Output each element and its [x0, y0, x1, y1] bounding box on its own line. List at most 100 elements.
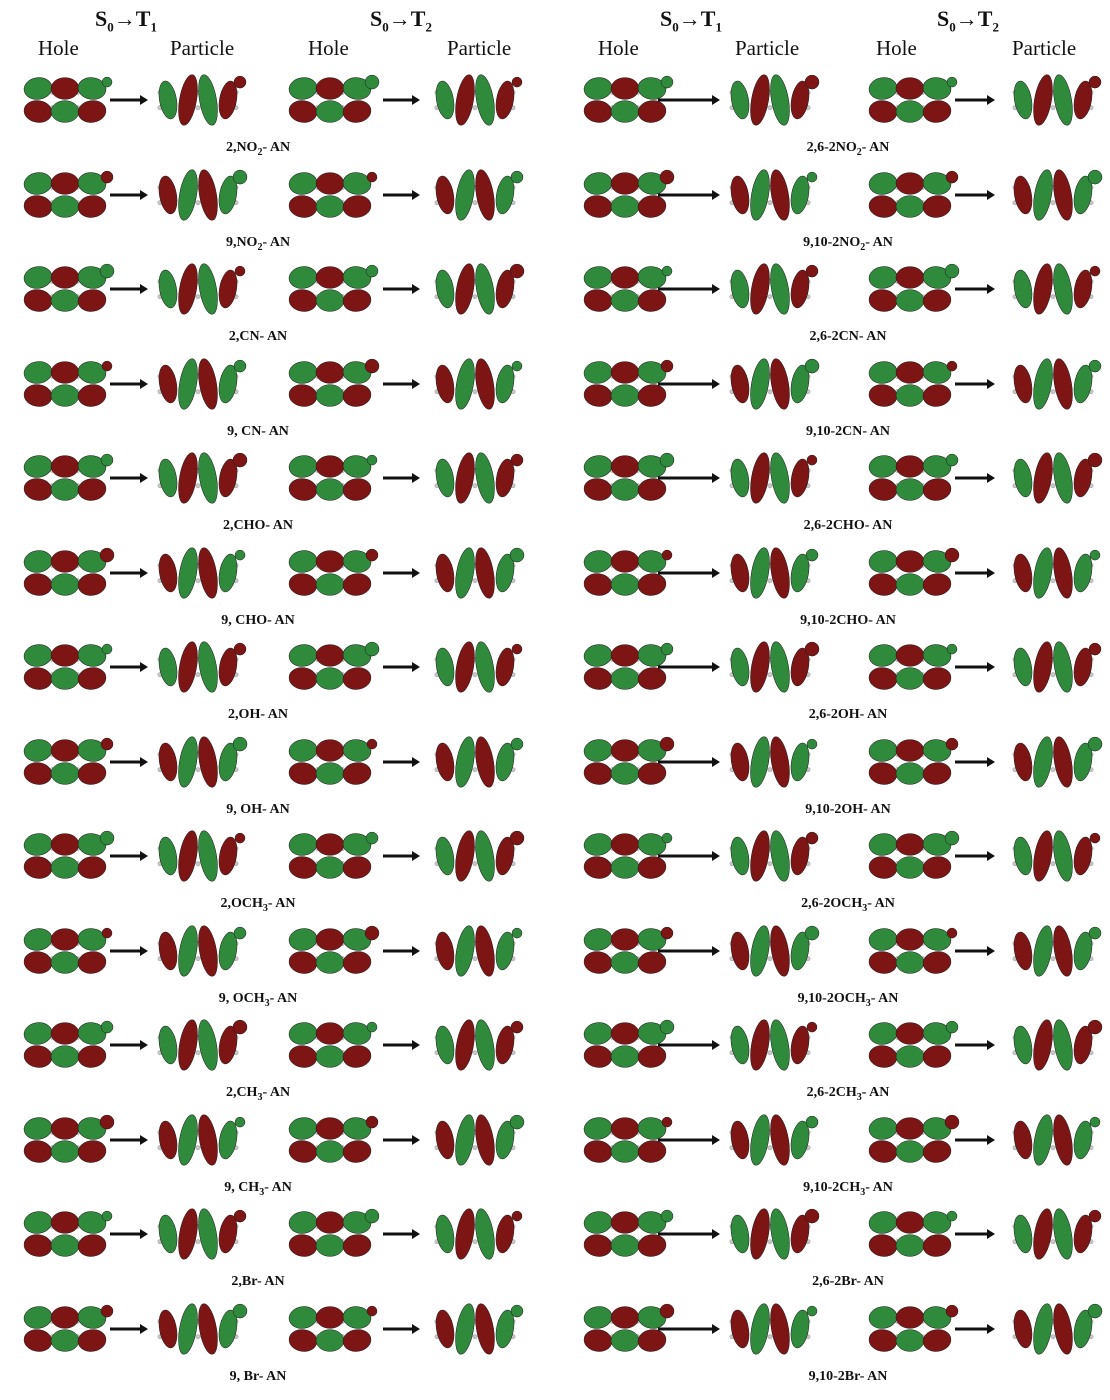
orbital-isosurface: [148, 1013, 248, 1077]
orbital-isosurface: [860, 824, 960, 888]
orbital-isosurface: [1003, 1108, 1103, 1172]
excitation-arrow: [658, 946, 720, 956]
molecule-label: 2,6-2OCH3- AN: [801, 896, 895, 914]
orbital-isosurface: [425, 1297, 525, 1361]
particle-column-label: Particle: [170, 36, 234, 61]
orbital-isosurface: [720, 635, 820, 699]
excitation-arrow: [658, 1324, 720, 1334]
transition-header: S0→T2: [370, 6, 432, 35]
label-main: 2,6-2NO: [807, 140, 857, 155]
excitation-arrow: [383, 284, 420, 294]
orbital-isosurface: [720, 919, 820, 983]
state-index: 1: [715, 19, 722, 34]
orbital-isosurface: [148, 824, 248, 888]
orbital-isosurface: [720, 730, 820, 794]
molecule-label: 9,10-2CH3- AN: [803, 1180, 893, 1198]
state-symbol: T: [978, 6, 993, 31]
label-suffix: - AN: [270, 991, 298, 1006]
orbital-isosurface: [1003, 1013, 1103, 1077]
orbital-isosurface: [860, 1202, 960, 1266]
orbital-isosurface: [280, 446, 380, 510]
orbital-isosurface: [15, 730, 115, 794]
molecule-label: 9,NO2- AN: [226, 235, 290, 253]
excitation-arrow: [383, 1040, 420, 1050]
label-main: 9, OH- AN: [226, 802, 289, 817]
label-suffix: - AN: [862, 140, 890, 155]
excitation-arrow: [383, 946, 420, 956]
orbital-isosurface: [860, 163, 960, 227]
transition-header: S0→T1: [660, 6, 722, 35]
orbital-isosurface: [720, 68, 820, 132]
orbital-isosurface: [425, 1108, 525, 1172]
orbital-isosurface: [1003, 541, 1103, 605]
molecule-label: 2,OH- AN: [228, 707, 288, 725]
label-suffix: - AN: [262, 235, 290, 250]
excitation-arrow: [658, 1040, 720, 1050]
molecule-label: 2,Br- AN: [231, 1274, 284, 1292]
orbital-isosurface: [1003, 163, 1103, 227]
molecule-label: 9,10-2CN- AN: [806, 424, 890, 442]
label-suffix: - AN: [262, 1085, 290, 1100]
excitation-arrow: [955, 568, 995, 578]
label-main: 9,10-2CHO- AN: [800, 613, 896, 628]
excitation-arrow: [110, 851, 148, 861]
orbital-isosurface: [860, 1013, 960, 1077]
state-symbol: T: [136, 6, 151, 31]
label-main: 2,6-2Br- AN: [812, 1274, 884, 1289]
excitation-arrow: [955, 851, 995, 861]
label-suffix: - AN: [268, 896, 296, 911]
orbital-isosurface: [720, 352, 820, 416]
orbital-isosurface: [15, 446, 115, 510]
state-index: 2: [425, 19, 432, 34]
orbital-isosurface: [280, 730, 380, 794]
orbital-isosurface: [1003, 352, 1103, 416]
orbital-isosurface: [720, 1108, 820, 1172]
orbital-isosurface: [425, 68, 525, 132]
particle-column-label: Particle: [1012, 36, 1076, 61]
excitation-arrow: [383, 662, 420, 672]
orbital-isosurface: [280, 1108, 380, 1172]
orbital-isosurface: [720, 1013, 820, 1077]
label-main: 2,CHO- AN: [223, 518, 293, 533]
excitation-arrow: [383, 473, 420, 483]
excitation-arrow: [658, 1229, 720, 1239]
hole-column-label: Hole: [598, 36, 639, 61]
excitation-arrow: [955, 95, 995, 105]
label-main: 2,OH- AN: [228, 707, 288, 722]
molecule-label: 2,6-2CHO- AN: [804, 518, 893, 536]
excitation-arrow: [955, 1135, 995, 1145]
orbital-isosurface: [425, 257, 525, 321]
state-symbol: S: [937, 6, 949, 31]
molecule-label: 9, OCH3- AN: [219, 991, 298, 1009]
orbital-isosurface: [280, 163, 380, 227]
orbital-isosurface: [720, 1297, 820, 1361]
orbital-isosurface: [15, 1202, 115, 1266]
excitation-arrow: [955, 1040, 995, 1050]
excitation-arrow: [383, 757, 420, 767]
orbital-isosurface: [1003, 919, 1103, 983]
molecule-label: 2,6-2NO2- AN: [807, 140, 890, 158]
excitation-arrow: [658, 284, 720, 294]
state-symbol: S: [370, 6, 382, 31]
excitation-arrow: [383, 1229, 420, 1239]
orbital-isosurface: [148, 919, 248, 983]
excitation-arrow: [110, 379, 148, 389]
excitation-arrow: [658, 379, 720, 389]
label-main: 9, CN- AN: [227, 424, 289, 439]
orbital-isosurface: [148, 352, 248, 416]
molecule-label: 9, CN- AN: [227, 424, 289, 442]
excitation-arrow: [658, 473, 720, 483]
orbital-isosurface: [15, 1297, 115, 1361]
orbital-isosurface: [1003, 1202, 1103, 1266]
orbital-isosurface: [1003, 257, 1103, 321]
excitation-arrow: [658, 851, 720, 861]
orbital-isosurface: [148, 1202, 248, 1266]
excitation-arrow: [383, 95, 420, 105]
hole-column-label: Hole: [308, 36, 349, 61]
orbital-isosurface: [15, 1013, 115, 1077]
orbital-isosurface: [1003, 1297, 1103, 1361]
state-index: 2: [992, 19, 999, 34]
label-main: 9, CHO- AN: [221, 613, 295, 628]
molecule-label: 9, CH3- AN: [224, 1180, 292, 1198]
